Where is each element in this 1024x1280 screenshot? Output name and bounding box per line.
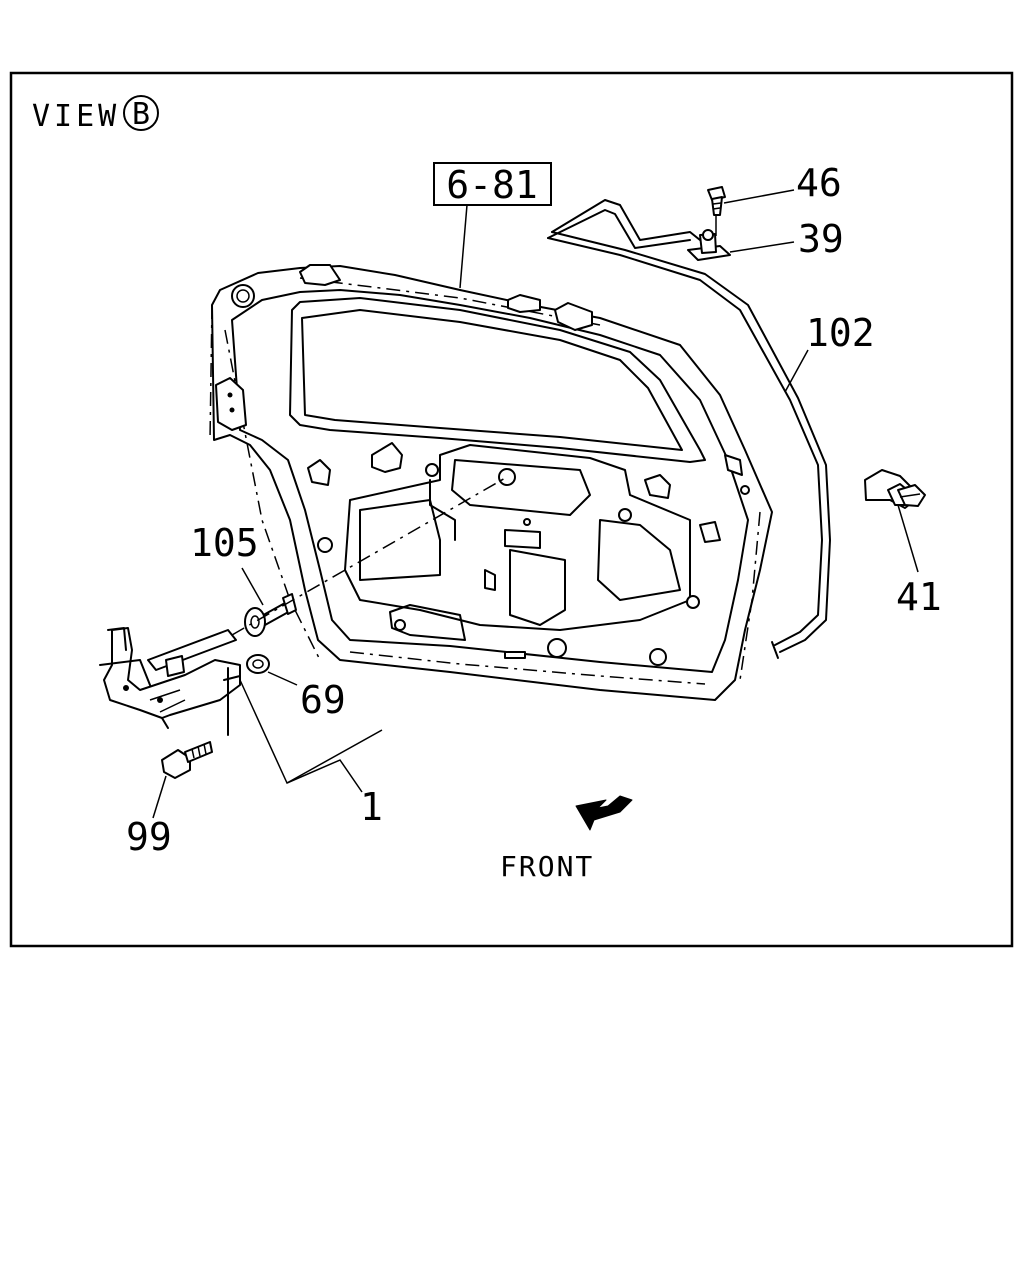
- reference-text: 6-81: [446, 163, 538, 207]
- callout-69: 69: [300, 678, 346, 722]
- bolt-99: [161, 741, 213, 779]
- tailgate-panel: [209, 264, 773, 701]
- callout-99: 99: [126, 815, 172, 859]
- alignment-centerline: [231, 476, 508, 636]
- leader-lines: [152, 189, 919, 819]
- view-label: VIEW B: [32, 95, 159, 134]
- callout-39: 39: [798, 217, 844, 261]
- stay-assembly-1: [99, 627, 241, 736]
- callout-41: 41: [896, 575, 942, 619]
- callout-1: 1: [360, 785, 383, 829]
- callout-46: 46: [796, 161, 842, 205]
- reference-box: 6-81: [433, 162, 552, 207]
- clip-41: [864, 469, 926, 509]
- callout-105: 105: [190, 521, 259, 565]
- view-text: VIEW: [32, 99, 120, 134]
- callout-labels: 46 39 102 105 41 69 1 99: [126, 161, 942, 859]
- bracket-39: [687, 216, 731, 261]
- front-text: FRONT: [500, 850, 594, 883]
- screw-46: [707, 186, 726, 216]
- wiring-harness: [547, 199, 831, 659]
- front-indicator: FRONT: [500, 795, 633, 883]
- callout-102: 102: [806, 311, 875, 355]
- grommet-105: [244, 593, 297, 637]
- view-circled-letter: B: [132, 97, 150, 132]
- diagram-frame: [9, 71, 1014, 948]
- arrow-down-left-icon: [575, 795, 633, 831]
- bushing-69: [246, 654, 270, 674]
